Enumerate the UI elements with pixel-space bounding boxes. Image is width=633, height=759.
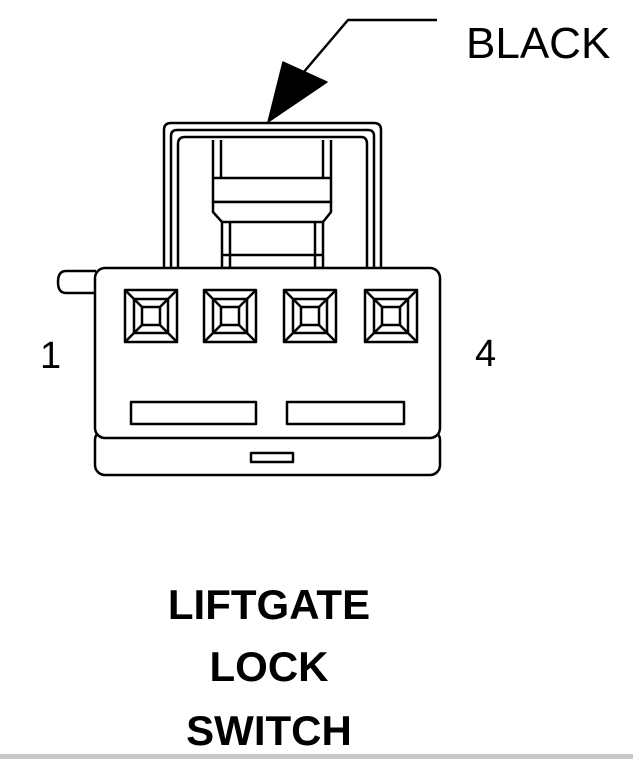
connector-body [93,266,442,477]
diagram-title: LIFTGATE LOCK SWITCH [168,581,370,754]
connector-slots [129,400,406,426]
bottom-edge-strip [0,754,633,759]
terminal-cavity [363,288,419,344]
pin-number-left: 1 [40,335,61,377]
connector-side-peg [56,269,96,295]
callout-label: BLACK [466,19,610,68]
terminal-cavity [202,288,258,344]
title-line: LOCK [210,643,329,690]
title-line: SWITCH [186,707,352,754]
pin-number-right: 4 [475,333,496,375]
callout-arrow [267,18,437,123]
title-line: LIFTGATE [168,581,370,628]
terminal-cavities [123,288,419,344]
connector-latch [162,121,383,270]
terminal-cavity [123,288,179,344]
terminal-cavity [282,288,338,344]
